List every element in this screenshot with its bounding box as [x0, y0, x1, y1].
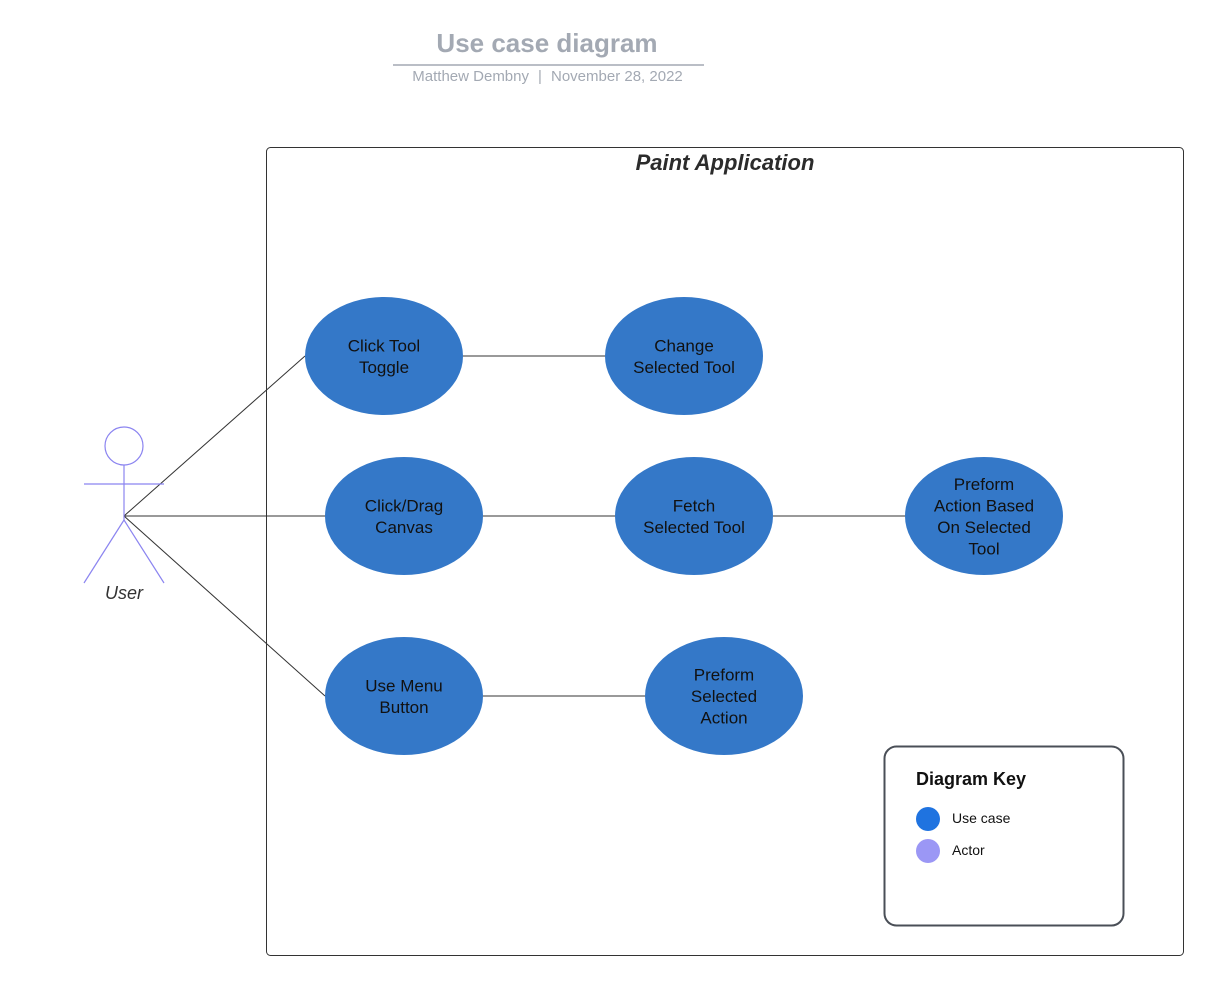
diagram-title: Use case diagram: [436, 28, 657, 58]
use-case-ellipse: [605, 297, 763, 415]
use-case-label-line: On Selected: [937, 518, 1031, 537]
diagram-key: Diagram Key Use case Actor: [883, 745, 1125, 927]
key-use-case-label: Use case: [952, 810, 1011, 826]
header-separator: |: [538, 68, 542, 85]
diagram-key-box: [883, 745, 1125, 927]
diagram-key-title: Diagram Key: [916, 769, 1026, 789]
use-case-label-line: Action Based: [934, 496, 1034, 515]
use-case-label-line: Click/Drag: [365, 496, 443, 515]
use-case-label-line: Selected: [691, 687, 757, 706]
actor-right-leg: [123, 519, 165, 584]
key-actor-swatch: [916, 839, 940, 863]
use-case-ellipse: [615, 457, 773, 575]
use-case-ellipse: [645, 637, 803, 755]
use-case-label-line: Fetch: [673, 496, 716, 515]
key-actor-label: Actor: [952, 842, 985, 858]
system-title: Paint Application: [636, 150, 815, 175]
use-case-label-line: Preform: [694, 666, 754, 685]
key-use-case-swatch: [916, 807, 940, 831]
assoc-user-click-tool-toggle: [123, 355, 306, 517]
actor-user[interactable]: [83, 426, 165, 584]
use-case-label-line: Tool: [968, 539, 999, 558]
use-case-ellipse: [305, 297, 463, 415]
use-case-ellipse: [905, 457, 1063, 575]
use-case-label-line: Button: [379, 698, 428, 717]
use-case-label-line: Selected Tool: [633, 358, 735, 377]
use-case-label-line: Toggle: [359, 358, 409, 377]
actor-label: User: [105, 583, 144, 603]
assoc-user-use-menu-button: [123, 515, 326, 697]
use-case-label-line: Canvas: [375, 518, 433, 537]
use-case-label-line: Click Tool: [348, 336, 420, 355]
use-case-label-line: Use Menu: [365, 676, 442, 695]
diagram-author: Matthew Dembny: [412, 68, 529, 85]
actor-head: [104, 426, 144, 466]
use-case-ellipse: [325, 637, 483, 755]
diagram-date: November 28, 2022: [551, 68, 683, 85]
actor-left-leg: [83, 519, 125, 584]
use-case-ellipse: [325, 457, 483, 575]
use-case-label-line: Preform: [954, 475, 1014, 494]
use-case-label-line: Selected Tool: [643, 518, 745, 537]
association-lines: [123, 355, 905, 697]
use-case-label-line: Change: [654, 336, 714, 355]
system-boundary: [266, 147, 1184, 956]
use-case-label-line: Action: [700, 709, 747, 728]
